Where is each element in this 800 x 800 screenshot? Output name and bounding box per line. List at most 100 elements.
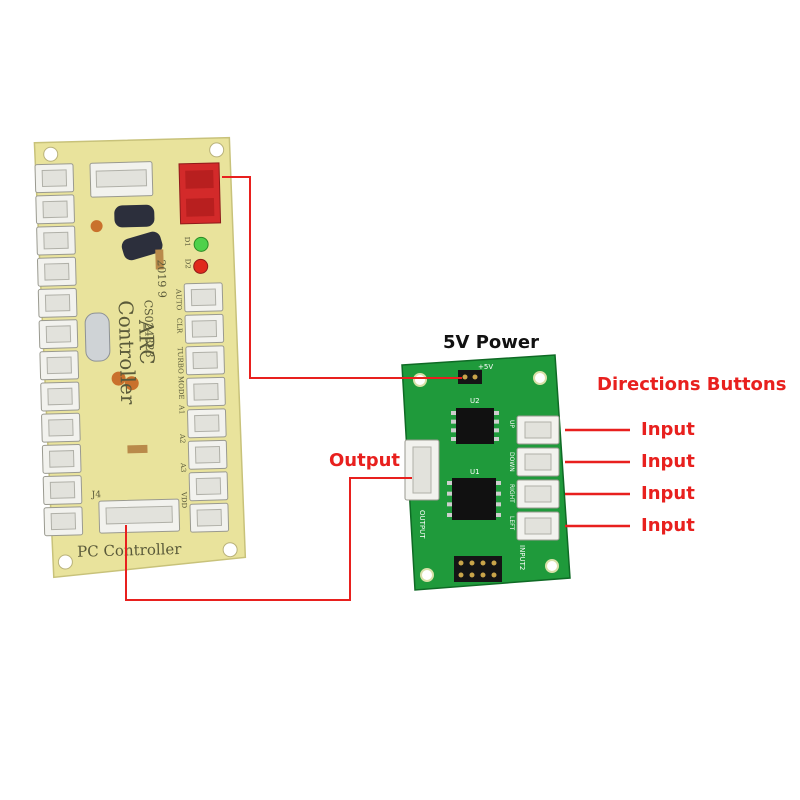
left-connector-slot xyxy=(42,200,68,219)
power-label: 5V Power xyxy=(443,332,539,353)
ic-leg xyxy=(451,428,456,433)
left-connector-slot xyxy=(48,418,74,437)
silk-u1: U1 xyxy=(470,468,480,476)
input-pin xyxy=(491,560,497,566)
power-pin xyxy=(462,374,468,380)
mounting-hole xyxy=(43,146,59,162)
pin-label: CLR xyxy=(175,318,183,334)
ic-leg xyxy=(447,491,452,496)
silk-output: OUTPUT xyxy=(418,510,426,539)
pin-label: AUTO xyxy=(174,288,183,311)
power-pin-header xyxy=(458,370,482,384)
green-led xyxy=(193,236,209,252)
input-pin xyxy=(480,572,486,578)
mounting-hole xyxy=(222,542,238,558)
silk-input: INPUT xyxy=(444,588,466,596)
direction-silk-label: DOWN xyxy=(508,452,515,472)
ic-leg xyxy=(496,502,501,507)
right-connector-slot xyxy=(191,319,218,338)
silk-j4: J4 xyxy=(91,490,102,500)
input-label-2: Input xyxy=(641,451,695,472)
left-connector-slot xyxy=(50,512,77,531)
red-header-slot xyxy=(185,198,215,217)
input-pin xyxy=(469,572,475,578)
input-connector-slot xyxy=(524,453,552,471)
ic-leg xyxy=(496,481,501,485)
input-pin xyxy=(491,572,497,578)
left-connector-slot xyxy=(46,356,72,375)
ic-leg xyxy=(494,437,499,441)
ceramic-capacitor xyxy=(90,220,103,233)
silk-date: 2019 9 xyxy=(155,259,169,298)
ic-leg xyxy=(494,419,499,424)
mounting-hole xyxy=(209,142,225,158)
left-connector-slot xyxy=(48,450,75,468)
input-pin xyxy=(458,560,464,566)
left-connector-slot xyxy=(45,325,72,343)
ic-leg xyxy=(451,437,456,441)
right-connector-slot xyxy=(192,351,218,370)
mounting-hole xyxy=(545,559,559,573)
red-header-slot xyxy=(185,170,214,189)
top-connector-slot xyxy=(95,169,148,188)
silk-u2: U2 xyxy=(470,397,480,405)
silk-id: CS024323 xyxy=(142,300,157,358)
left-connector-slot xyxy=(41,169,68,188)
right-connector-slot xyxy=(194,414,220,433)
right-connector-slot xyxy=(194,445,221,464)
right-connector-slot xyxy=(190,288,217,307)
red-led xyxy=(193,258,209,274)
led-label: D1 xyxy=(183,237,191,247)
ic-legs xyxy=(447,411,501,517)
right-connector-slot xyxy=(193,382,219,401)
left-connector-column xyxy=(34,163,84,537)
direction-silk-label: LEFT xyxy=(508,516,515,530)
pin-label: VDD xyxy=(180,491,188,509)
input-connector-slot xyxy=(524,485,552,503)
silk-controller: Controller xyxy=(114,300,141,405)
input-label-1: Input xyxy=(641,419,695,440)
mounting-hole xyxy=(57,554,73,570)
resistor xyxy=(127,444,148,454)
input-pin xyxy=(469,560,475,566)
ic-leg xyxy=(451,419,456,424)
direction-silk-label: UP xyxy=(508,420,515,428)
directions-label: Directions Buttons xyxy=(597,374,787,395)
silk-input2: INPUT2 xyxy=(518,545,526,570)
silk-pc-controller: PC Controller xyxy=(77,540,183,561)
left-connector-slot xyxy=(43,231,69,250)
input-label-3: Input xyxy=(641,483,695,504)
resistor xyxy=(155,249,164,270)
input-pin-header xyxy=(454,556,502,582)
silk-arc: ARC xyxy=(134,319,159,365)
power-pin xyxy=(472,374,478,380)
direction-silk-label: RIGHT xyxy=(508,484,515,503)
crystal-oscillator xyxy=(84,312,111,362)
output-label: Output xyxy=(329,450,401,471)
ic-leg xyxy=(447,513,452,517)
ic-u2 xyxy=(456,408,494,444)
output-wire xyxy=(125,477,412,601)
ic-leg xyxy=(447,502,452,507)
left-connector-slot xyxy=(49,481,76,499)
input-connector-group xyxy=(516,415,560,541)
right-connector-slot xyxy=(195,477,222,496)
left-connector-slot xyxy=(44,294,71,312)
input-connector-slot xyxy=(524,421,552,439)
pin-label: A3 xyxy=(179,462,187,473)
mounting-hole xyxy=(533,371,547,385)
silk-plus5v: +5V xyxy=(478,363,493,371)
left-connector-slot xyxy=(47,387,73,406)
arc-controller-board: ARC Controller 2019 9 CS024323 PC Contro… xyxy=(33,136,247,579)
mounting-hole xyxy=(413,373,427,387)
ic-leg xyxy=(494,428,499,433)
left-connector-slot xyxy=(44,262,70,281)
input-connector-slot xyxy=(524,517,552,535)
input-pins xyxy=(458,560,497,578)
mounting-hole xyxy=(420,568,434,582)
ic-leg xyxy=(451,411,456,415)
power-wire xyxy=(222,176,462,379)
output-connector-slot xyxy=(412,446,432,494)
